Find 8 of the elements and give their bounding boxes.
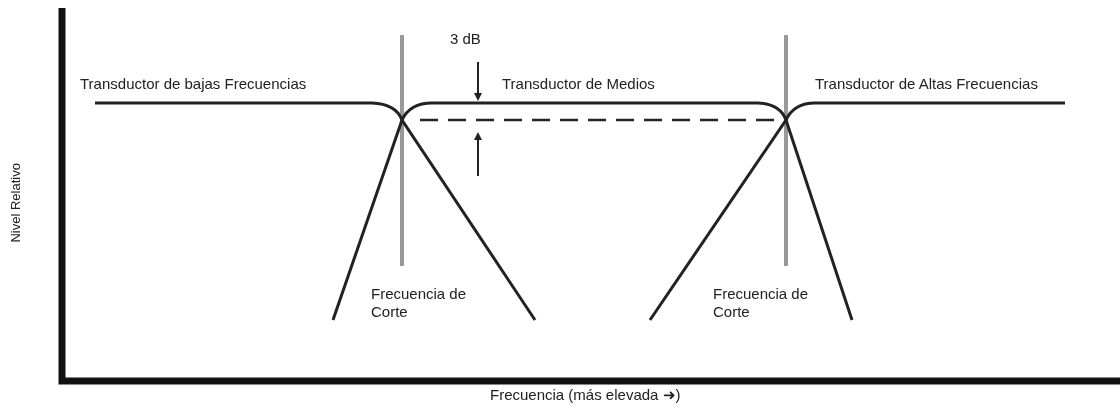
y-axis-label: Nivel Relativo	[7, 163, 24, 243]
dimension-label: 3 dB	[450, 30, 481, 48]
tweeter-label: Transductor de Altas Frecuencias	[815, 75, 1038, 93]
x-axis-label: Frecuencia (más elevada ➜)	[490, 386, 681, 404]
woofer-label: Transductor de bajas Frecuencias	[80, 75, 307, 93]
cutoff-label: Frecuencia de Corte	[713, 285, 810, 321]
midrange-label: Transductor de Medios	[502, 75, 655, 93]
cutoff-label: Frecuencia de Corte	[371, 285, 468, 321]
